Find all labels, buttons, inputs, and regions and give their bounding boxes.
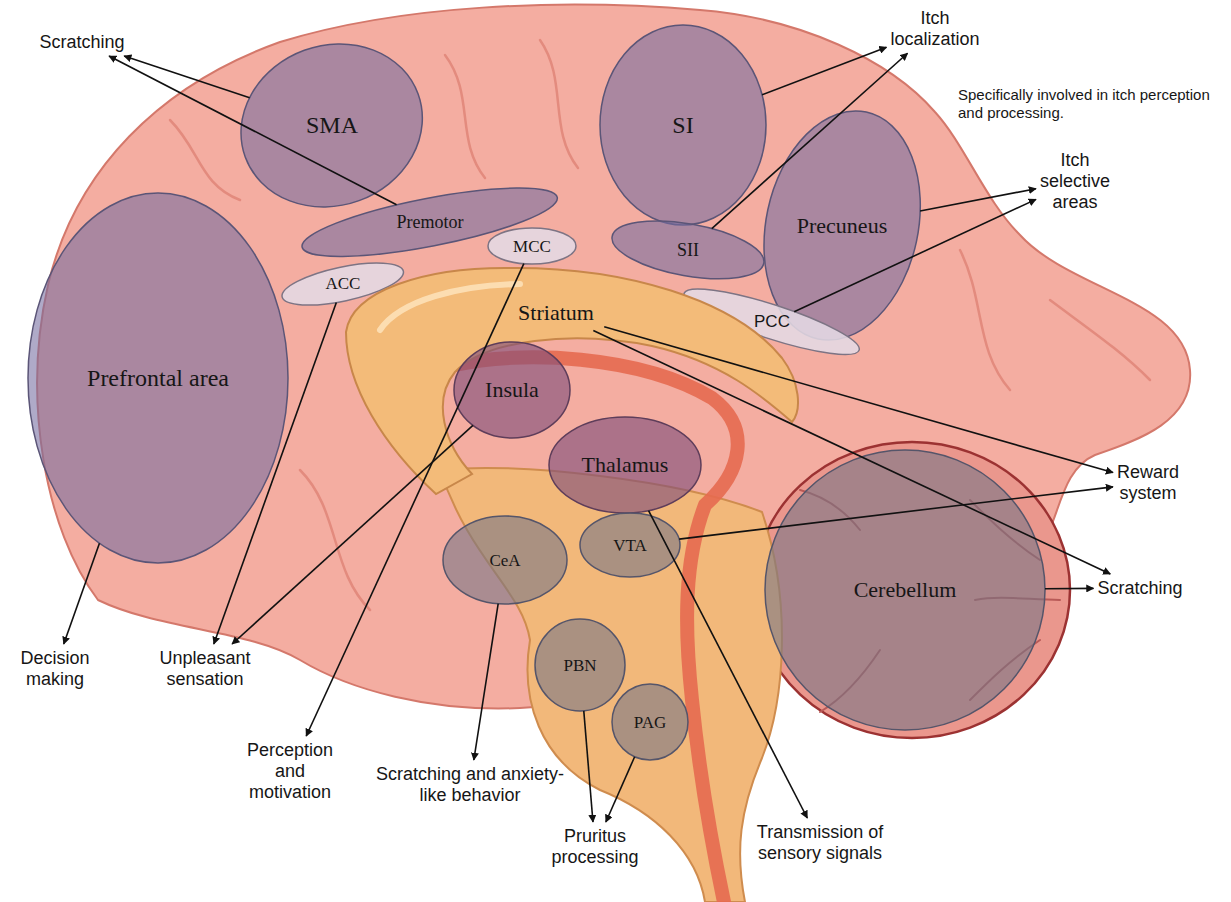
function-label: Pruritus processing (539, 826, 651, 868)
function-label: Reward system (1100, 462, 1196, 504)
region-name: SII (677, 241, 699, 259)
cerebellum-tissue (754, 442, 1070, 738)
function-label: Scratching (22, 32, 142, 53)
note-text: Specifically involved in itch perception… (958, 86, 1224, 122)
brain-region: Prefrontal area (26, 191, 290, 565)
gyrus-line (540, 40, 578, 168)
function-text: Pruritus processing (539, 826, 651, 868)
function-label: Transmission of sensory signals (745, 822, 895, 864)
region-name: Thalamus (582, 454, 669, 476)
region-shape (549, 417, 701, 513)
region-shape (218, 18, 446, 231)
region-name: Striatum (518, 302, 594, 324)
brain-region: PBN (533, 617, 627, 713)
leader-arrow (64, 543, 100, 644)
region-name: Prefrontal area (87, 366, 229, 390)
brainstem (440, 468, 782, 902)
region-shape (612, 684, 688, 760)
region-name: PAG (634, 714, 666, 731)
function-text: Itch localization (875, 8, 995, 50)
region-name: PCC (754, 313, 790, 330)
region-name: SMA (306, 113, 358, 137)
brain-region: CeA (441, 514, 569, 606)
brain-region: VTA (578, 511, 682, 579)
region-shape (608, 211, 769, 289)
function-label: Itch localization (875, 8, 995, 50)
brain-region: MCC (486, 226, 578, 266)
function-text: Scratching (22, 32, 142, 53)
function-text: Decision making (9, 648, 101, 690)
leader-arrow (762, 47, 886, 95)
function-label: Scratching and anxiety-like behavior (375, 764, 565, 806)
leader-arrow (124, 56, 249, 98)
region-name: VTA (613, 537, 647, 554)
function-label: Decision making (9, 648, 101, 690)
region-name: Insula (485, 379, 539, 401)
brain-region: Insula (452, 340, 572, 440)
region-shape (765, 450, 1045, 730)
region-name: PBN (563, 657, 596, 674)
brain-region: Cerebellum (763, 448, 1047, 732)
function-text: Unpleasant sensation (149, 648, 261, 690)
region-shape (443, 516, 567, 604)
region-shape (535, 619, 625, 711)
region-name: MCC (513, 238, 551, 255)
region-name: Cerebellum (854, 579, 957, 601)
red-tract (455, 357, 738, 902)
function-text: Transmission of sensory signals (745, 822, 895, 864)
region-name: Precuneus (797, 215, 887, 237)
striatum-highlight (380, 284, 520, 330)
brain-region: SII (610, 219, 766, 281)
brain-region: Thalamus (547, 415, 703, 515)
function-text: Itch selective areas (1025, 150, 1125, 214)
leader-arrow (1045, 588, 1093, 590)
region-name: ACC (326, 275, 361, 292)
gyrus-line (445, 55, 485, 178)
function-label: Unpleasant sensation (149, 648, 261, 690)
function-text: Perception and motivation (238, 740, 342, 804)
region-shape (488, 228, 576, 264)
function-label: Itch selective areas (1025, 150, 1125, 214)
leader-arrow (584, 711, 593, 822)
gyrus-line (170, 120, 240, 200)
region-name: SI (672, 113, 693, 137)
brain-region: SI (598, 23, 768, 227)
gyrus-line (960, 250, 1010, 390)
function-text: Scratching (1088, 578, 1192, 599)
leader-arrow (606, 757, 635, 822)
brain-region: SMA (239, 42, 424, 209)
region-shape (744, 97, 941, 356)
region-shape (28, 193, 288, 563)
region-name: CeA (489, 552, 520, 569)
region-shape (454, 342, 570, 438)
leader-arrow (474, 604, 498, 760)
region-name: Premotor (396, 213, 463, 231)
function-label: Perception and motivation (238, 740, 342, 804)
region-shape (580, 513, 680, 577)
gyrus-line (1050, 300, 1150, 380)
function-text: Reward system (1100, 462, 1196, 504)
function-text: Scratching and anxiety-like behavior (375, 764, 565, 806)
function-label: Scratching (1088, 578, 1192, 599)
region-shape (600, 25, 766, 225)
brain-region: Precuneus (762, 109, 922, 342)
leader-arrow (920, 189, 1036, 211)
gyrus-line (300, 470, 370, 610)
brain-region: PAG (610, 682, 690, 762)
